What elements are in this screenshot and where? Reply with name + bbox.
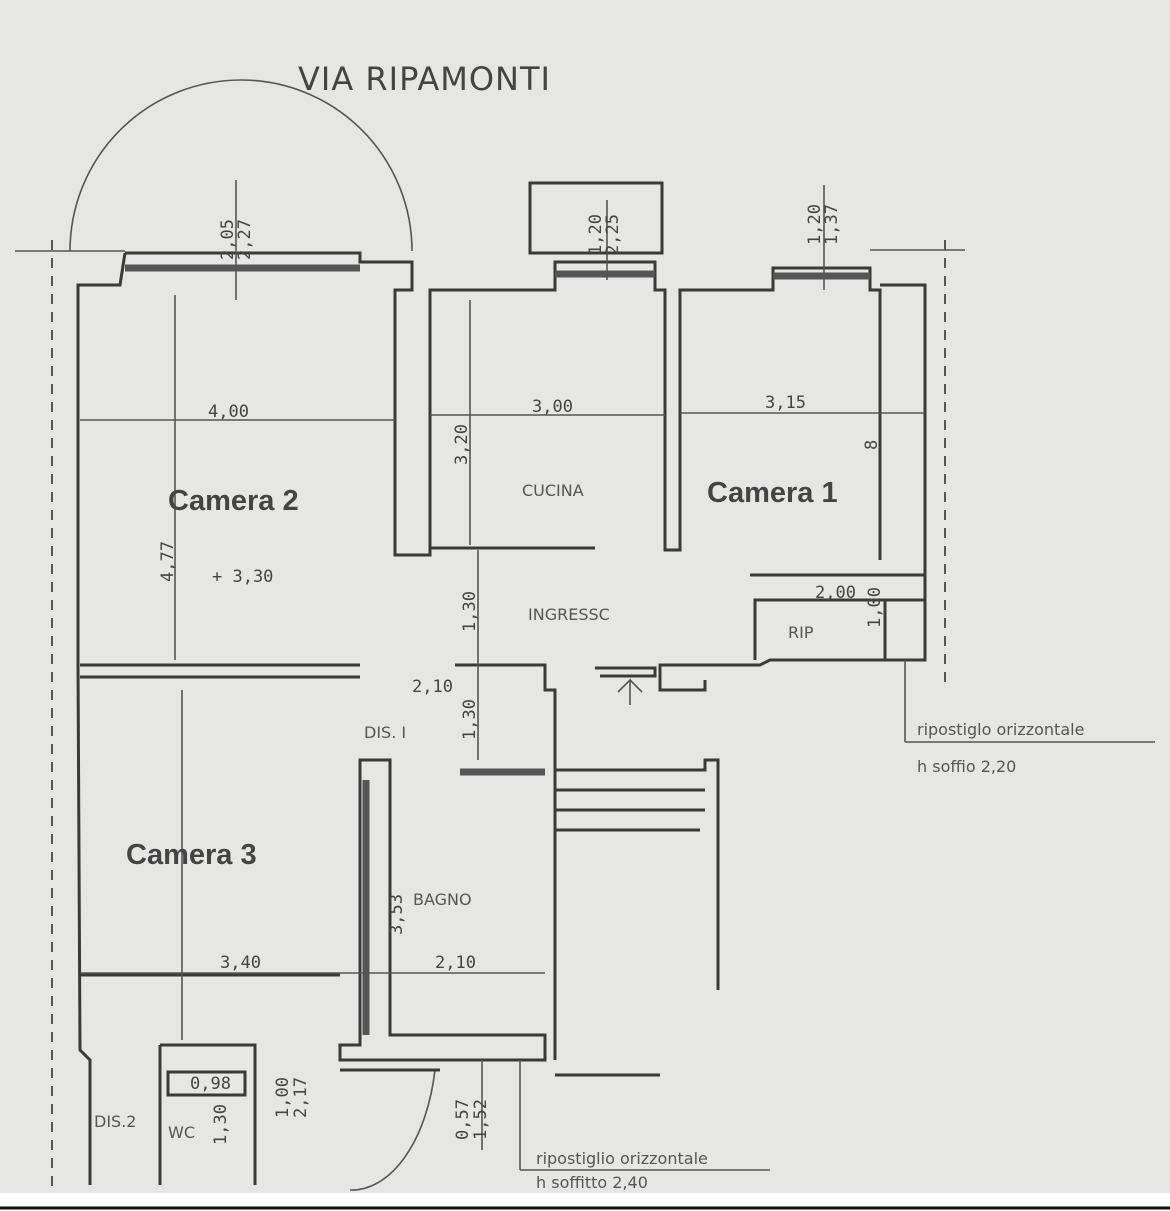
note-ceiling-height-2: h soffitto 2,40 — [536, 1173, 648, 1192]
dim: 1,52 — [471, 1099, 491, 1140]
entrance-arrow-icon — [617, 678, 643, 705]
dim: 4,77 — [158, 541, 178, 582]
dim: + 3,30 — [212, 567, 273, 587]
note-ceiling-height-1: h soffio 2,20 — [917, 757, 1016, 776]
door-arc-bottom — [349, 1069, 436, 1191]
dim: 1,00 — [865, 587, 885, 628]
dim: 1,00 — [273, 1077, 293, 1118]
dimension-lines — [80, 180, 1155, 1171]
note-ripostiglio-2: ripostiglio orizzontale — [536, 1149, 708, 1168]
dim: 2,17 — [291, 1077, 311, 1118]
room-label-camera-1: Camera 1 — [707, 477, 838, 509]
dim: 2,25 — [603, 214, 623, 255]
note-ripostiglio-1: ripostiglo orizzontale — [917, 720, 1084, 739]
dim: 3,20 — [452, 424, 472, 465]
room-label-wc: WC — [168, 1123, 195, 1142]
dim: 1,30 — [460, 591, 480, 632]
room-label-dis-1: DIS. I — [364, 723, 406, 742]
dim: 2,10 — [412, 677, 453, 697]
dim: 1,30 — [460, 699, 480, 740]
dim: 1,37 — [822, 204, 842, 245]
balcony-door-arc — [69, 79, 413, 252]
walls — [76, 181, 927, 1185]
dim: 2,00 — [815, 583, 856, 603]
dim: 0,57 — [453, 1099, 473, 1140]
dim: 1,20 — [586, 214, 606, 255]
dim: 1,20 — [805, 204, 825, 245]
room-label-camera-3: Camera 3 — [126, 839, 257, 871]
dim: 2,05 — [218, 219, 238, 260]
dim: 2,10 — [435, 953, 476, 973]
bottom-margin — [0, 1193, 1170, 1205]
dim: 1,30 — [211, 1104, 231, 1145]
dimension-labels: 2,05 2,27 1,20 2,25 1,20 1,37 4,00 3,00 … — [158, 204, 885, 1145]
room-label-rip: RIP — [788, 623, 814, 642]
street-name: VIA RIPAMONTI — [298, 60, 551, 98]
dim: 3,53 — [387, 894, 407, 935]
room-label-ingresso: INGRESSC — [528, 605, 610, 624]
room-label-camera-2: Camera 2 — [168, 485, 299, 517]
dim: 2,27 — [235, 219, 255, 260]
dim: 3,40 — [220, 953, 261, 973]
dim: 0,98 — [190, 1074, 231, 1094]
room-label-cucina: CUCINA — [522, 481, 584, 500]
dim: 3,15 — [765, 393, 806, 413]
room-label-dis-2: DIS.2 — [94, 1112, 136, 1131]
dim: 8 — [862, 440, 882, 450]
room-label-bagno: BAGNO — [413, 890, 472, 909]
dim: 4,00 — [208, 402, 249, 422]
dim: 3,00 — [532, 397, 573, 417]
